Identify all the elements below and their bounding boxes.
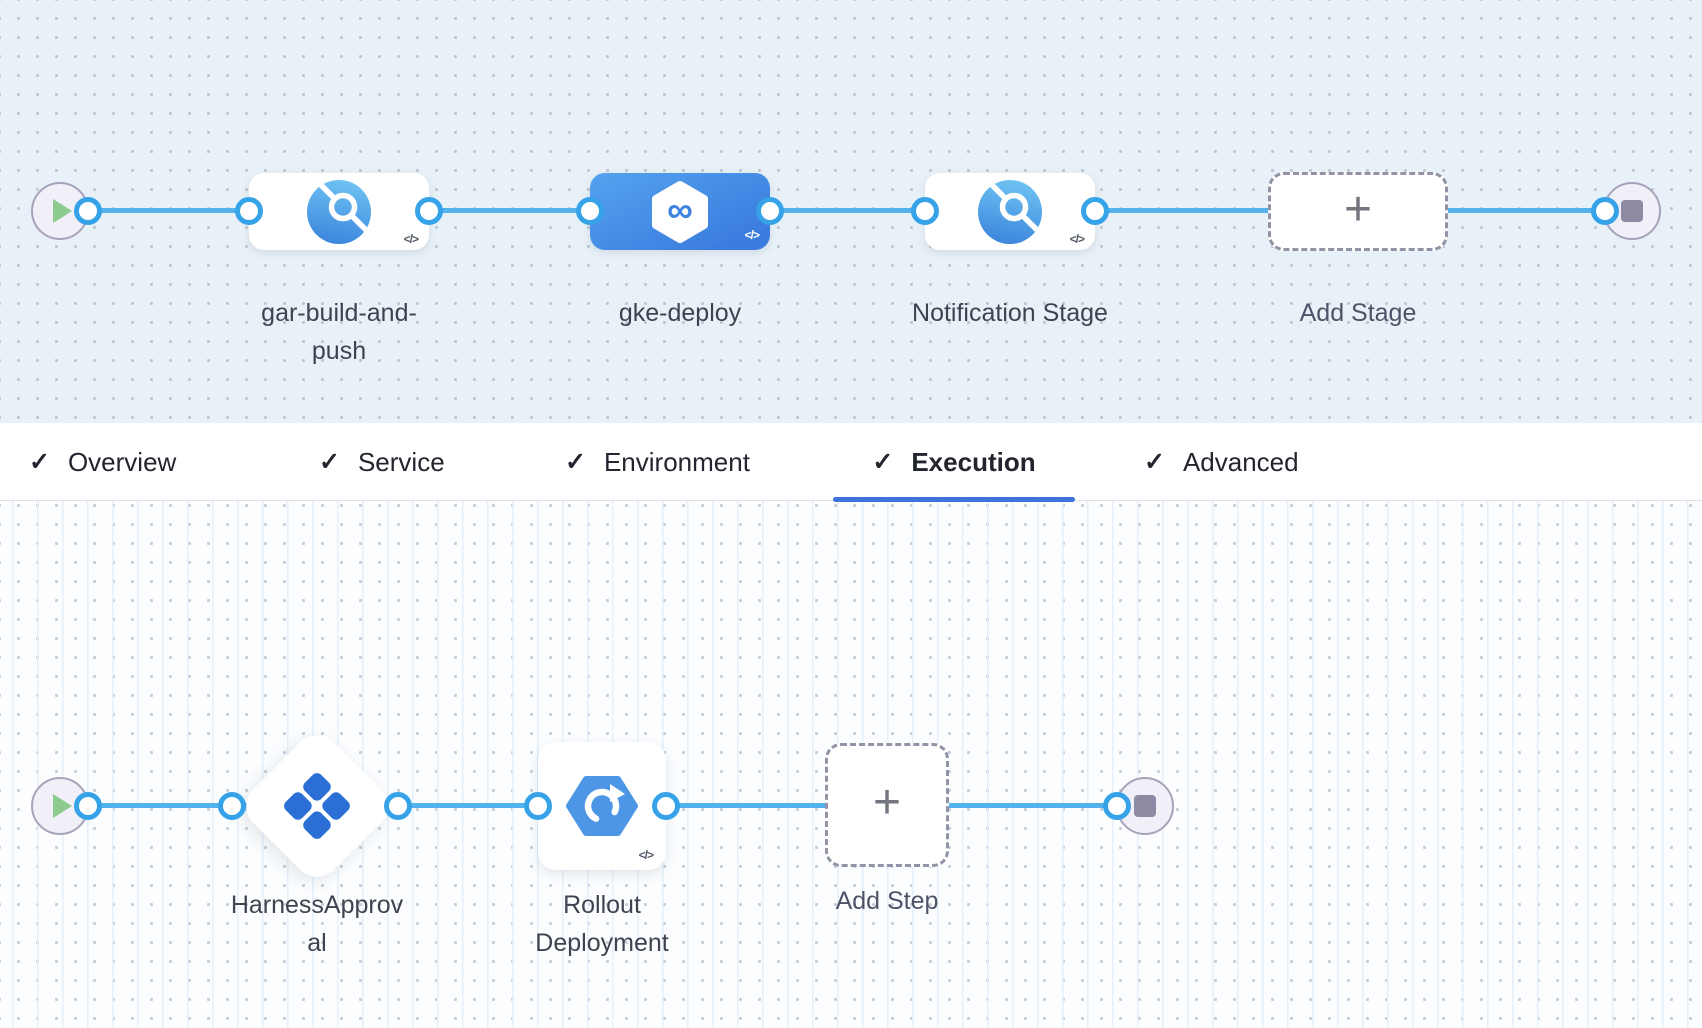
connector-dot[interactable] (74, 792, 102, 820)
code-badge: </> (744, 228, 760, 242)
pipeline-start-node (31, 182, 89, 240)
step-label: HarnessApproval (230, 891, 404, 957)
add-step-label: Add Step (835, 887, 939, 915)
tab-advanced[interactable]: ✓ Advanced (1144, 423, 1299, 501)
custom-stage-icon (978, 179, 1042, 244)
connector-dot[interactable] (652, 792, 680, 820)
tab-environment[interactable]: ✓ Environment (565, 423, 750, 501)
check-icon: ✓ (1144, 448, 1165, 476)
plus-icon: + (1343, 182, 1373, 236)
play-icon (53, 199, 72, 223)
execution-graph-canvas[interactable]: </> + HarnessApproval Rollout Deployment… (0, 501, 1702, 1028)
connector-dot[interactable] (1081, 197, 1109, 225)
plus-icon: + (872, 776, 902, 829)
code-badge: </> (638, 848, 654, 862)
connector-dot[interactable] (576, 197, 604, 225)
stage-label: gar-build-and-push (261, 299, 417, 365)
stage-card-gar-build-and-push[interactable]: </> (249, 173, 429, 250)
stage-card-gke-deploy[interactable]: ∞ </> (590, 173, 770, 250)
check-icon: ✓ (319, 448, 340, 476)
rollout-deployment-icon (566, 776, 638, 836)
deploy-stage-icon: ∞ (652, 180, 708, 243)
tab-execution[interactable]: ✓ Execution (833, 423, 1075, 502)
stage-graph-canvas[interactable]: </> ∞ </> (0, 0, 1702, 423)
add-stage-button[interactable]: + (1268, 172, 1448, 251)
code-badge: </> (1069, 232, 1085, 246)
connector-dot[interactable] (524, 792, 552, 820)
stage-tab-bar: ✓ Overview ✓ Service ✓ Environment ✓ Exe… (0, 423, 1702, 502)
connector-dot[interactable] (911, 197, 939, 225)
connector-dot[interactable] (1591, 197, 1619, 225)
connector-dot[interactable] (384, 792, 412, 820)
tab-service[interactable]: ✓ Service (319, 423, 445, 501)
connector-dot[interactable] (415, 197, 443, 225)
tab-label: Environment (603, 446, 750, 477)
stage-connector-line (60, 208, 1632, 213)
approval-step-icon (284, 773, 350, 839)
stop-icon (1621, 200, 1643, 222)
add-step-button[interactable]: + (825, 743, 949, 867)
tab-label: Service (357, 446, 445, 477)
tab-overview[interactable]: ✓ Overview (29, 423, 176, 501)
code-badge: </> (403, 232, 419, 246)
connector-dot[interactable] (74, 197, 102, 225)
stage-label: Notification Stage (912, 299, 1108, 327)
custom-stage-icon (307, 179, 371, 244)
tab-label: Advanced (1182, 446, 1299, 477)
stop-icon (1134, 795, 1156, 817)
stage-label: gke-deploy (618, 299, 742, 327)
step-label: Rollout Deployment (535, 891, 669, 957)
svg-text:∞: ∞ (667, 189, 693, 230)
connector-dot[interactable] (756, 197, 784, 225)
check-icon: ✓ (565, 448, 586, 476)
play-icon (53, 794, 72, 818)
connector-dot[interactable] (235, 197, 263, 225)
check-icon: ✓ (872, 448, 894, 476)
check-icon: ✓ (29, 448, 50, 476)
connector-dot[interactable] (1103, 792, 1131, 820)
tab-label: Execution (911, 446, 1036, 477)
add-stage-label: Add Stage (1299, 299, 1417, 327)
connector-dot[interactable] (218, 792, 246, 820)
stage-card-notification-stage[interactable]: </> (925, 173, 1095, 250)
tab-label: Overview (67, 446, 177, 477)
step-rollout-deployment[interactable]: </> (538, 742, 666, 870)
